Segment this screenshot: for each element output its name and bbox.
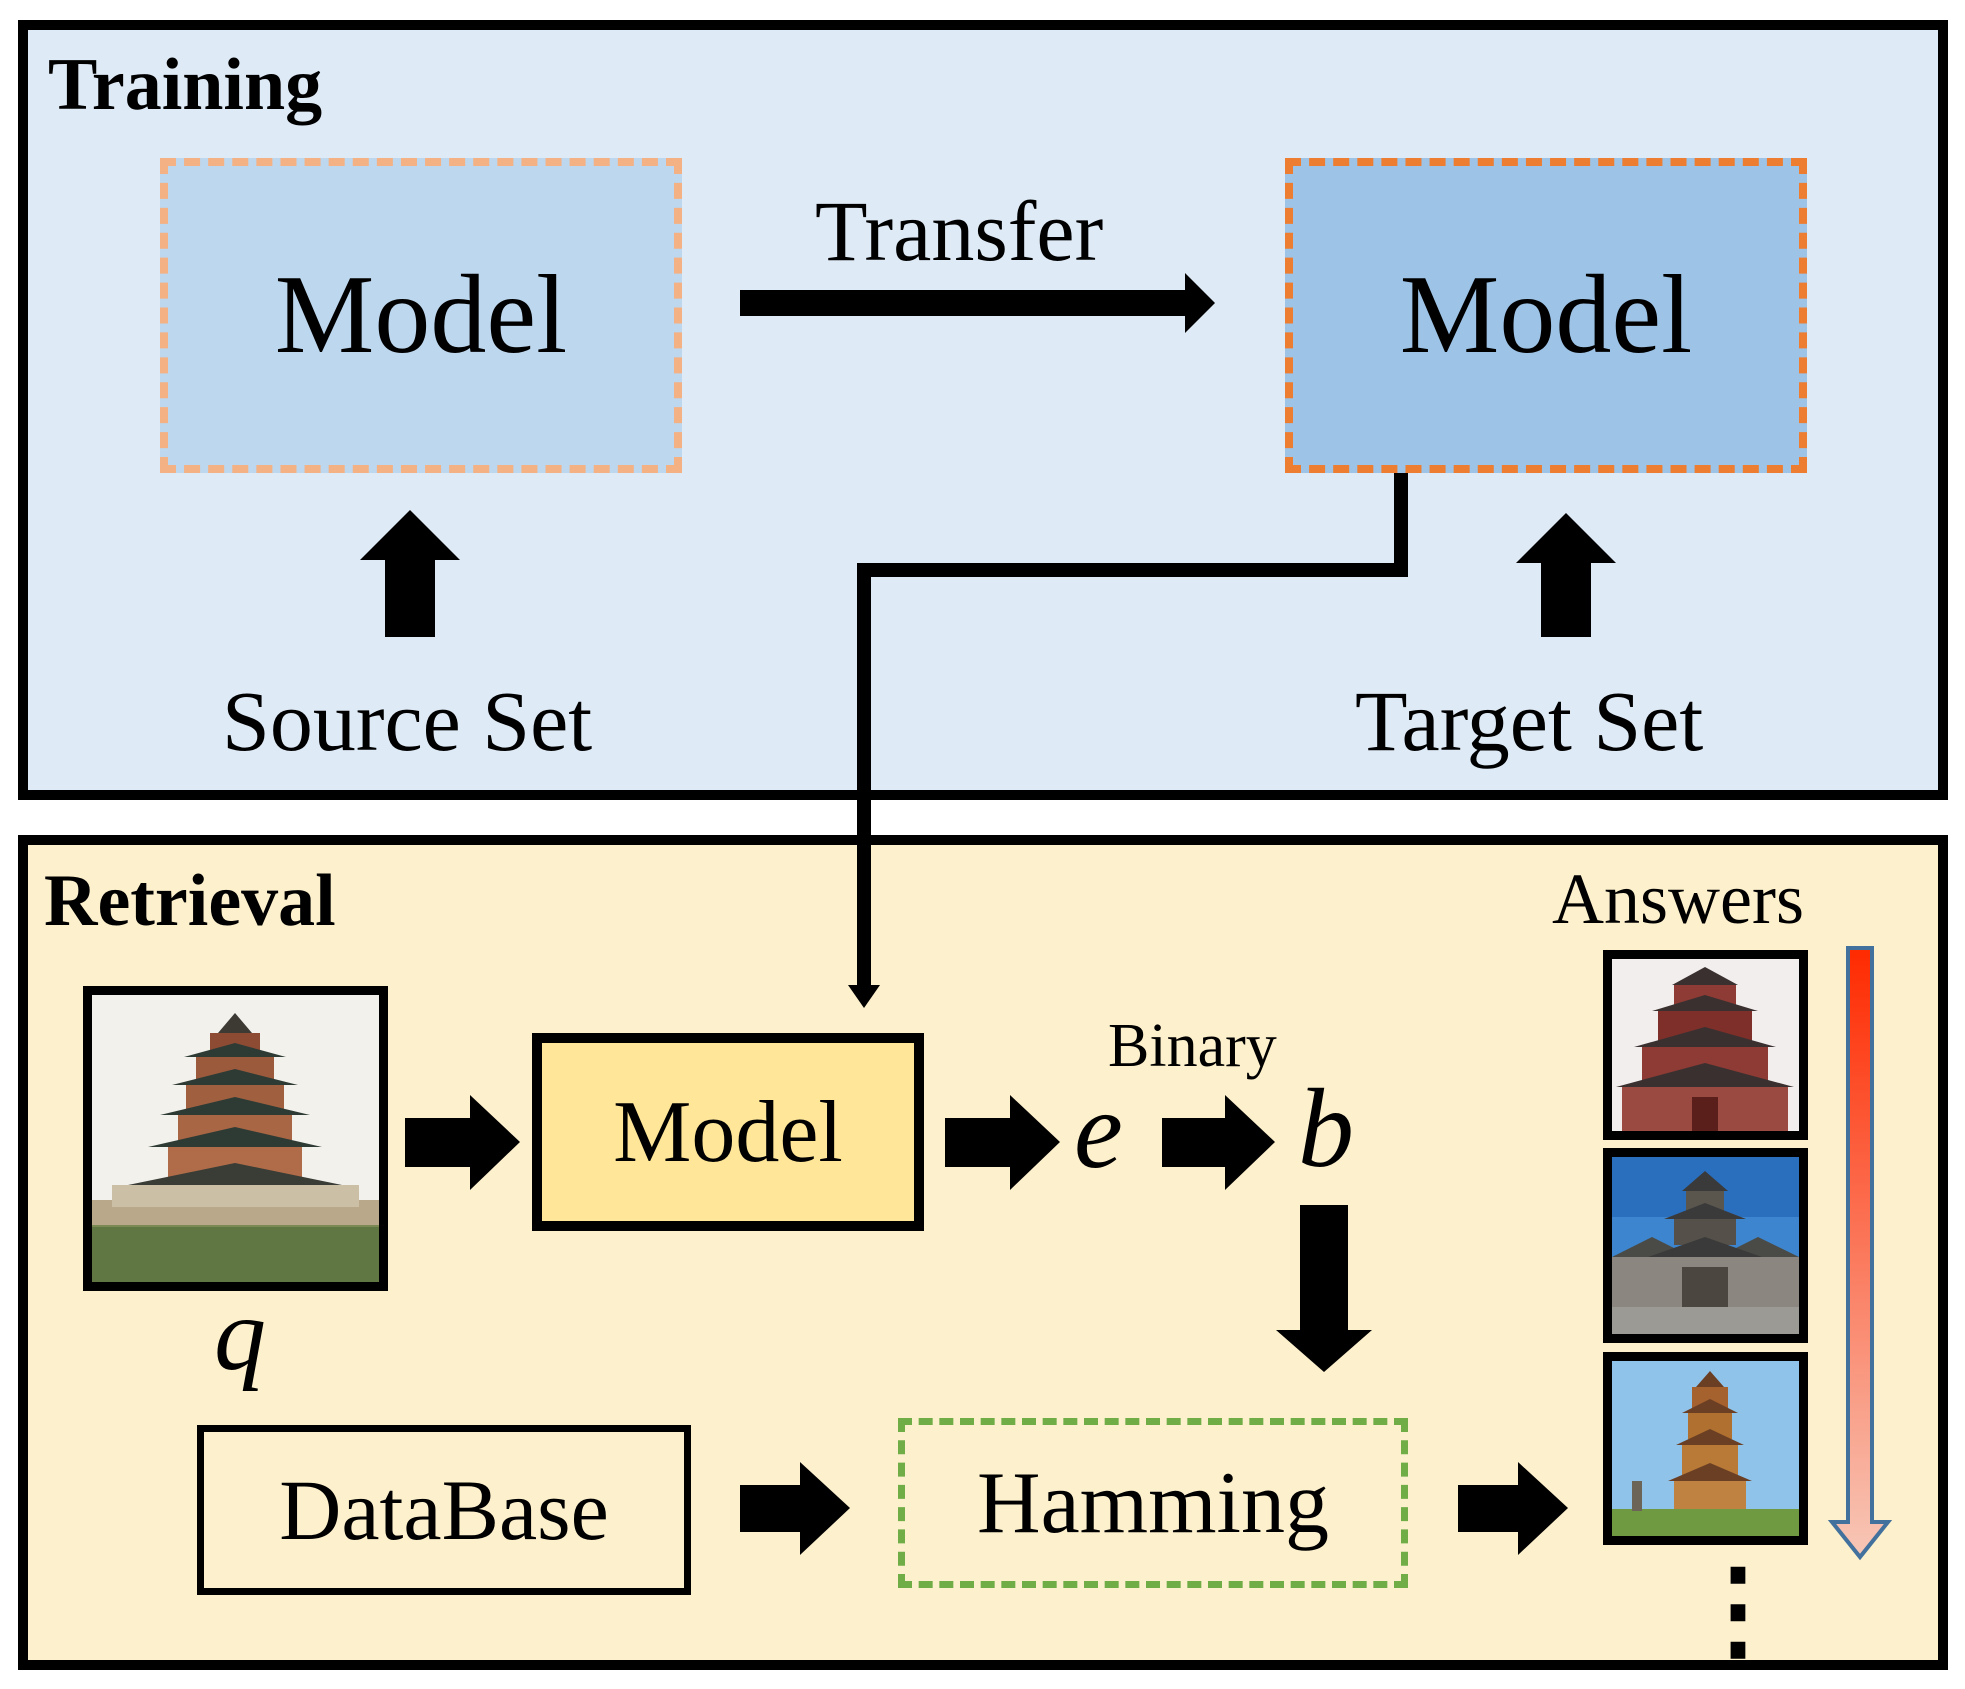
source-model-label: Model — [274, 253, 568, 377]
source-up-arrow-icon — [360, 510, 460, 637]
target-model-box: Model — [1285, 158, 1807, 473]
database-box: DataBase — [197, 1425, 691, 1595]
retrieval-title: Retrieval — [44, 860, 336, 942]
source-model-box: Model — [160, 158, 682, 473]
transfer-arrow-icon — [740, 273, 1215, 333]
answer-image-3 — [1603, 1352, 1808, 1545]
binary-symbol: b — [1298, 1067, 1354, 1191]
pagoda-image-3 — [1612, 1361, 1799, 1536]
retrieval-model-label: Model — [613, 1083, 843, 1181]
binary-label: Binary — [1108, 1012, 1277, 1080]
hamming-to-answers-arrow-icon — [1458, 1462, 1568, 1555]
answers-ellipsis: ⋮ — [1683, 1549, 1793, 1671]
model-to-e-arrow-icon — [945, 1095, 1060, 1190]
pagoda-image — [92, 995, 379, 1282]
gradient-down-arrow-icon — [1827, 946, 1893, 1561]
training-title: Training — [48, 44, 323, 126]
database-label: DataBase — [279, 1462, 609, 1558]
transfer-label: Transfer — [815, 183, 1104, 279]
retrieval-model-box: Model — [532, 1033, 924, 1231]
hamming-box: Hamming — [898, 1418, 1408, 1588]
hamming-label: Hamming — [977, 1454, 1329, 1552]
query-image — [83, 986, 388, 1291]
connector-line — [848, 473, 1408, 1008]
embedding-symbol: e — [1074, 1069, 1123, 1191]
target-model-label: Model — [1399, 253, 1693, 377]
database-to-hamming-arrow-icon — [740, 1462, 850, 1555]
b-to-hamming-arrow-icon — [1276, 1205, 1372, 1372]
pagoda-image-2 — [1612, 1157, 1799, 1334]
query-symbol: q — [214, 1277, 266, 1392]
query-to-model-arrow-icon — [405, 1095, 520, 1190]
e-to-b-arrow-icon — [1162, 1095, 1275, 1190]
target-up-arrow-icon — [1516, 513, 1616, 637]
answer-image-1 — [1603, 950, 1808, 1140]
source-set-label: Source Set — [222, 673, 593, 769]
target-set-label: Target Set — [1355, 673, 1704, 769]
answer-image-2 — [1603, 1148, 1808, 1343]
pagoda-image-1 — [1612, 959, 1799, 1131]
answers-label: Answers — [1552, 859, 1804, 939]
